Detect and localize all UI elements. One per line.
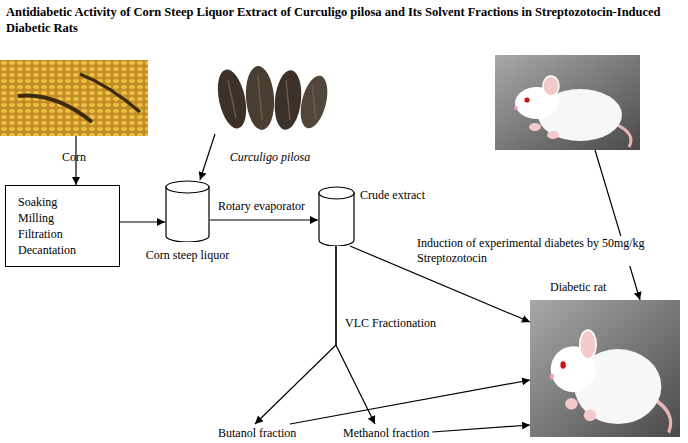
cylinder-top (319, 187, 354, 199)
flow-arrow (255, 246, 336, 424)
edge-label: VLC Fractionation (343, 316, 438, 331)
flow-arrow (200, 134, 215, 180)
cylinder-outline (318, 186, 355, 246)
corn-photo (0, 60, 148, 136)
process-box: Soaking Milling Filtration Decantation (5, 185, 120, 267)
flow-arrow (432, 425, 530, 432)
cylinder-outline (165, 180, 210, 242)
corn-streak (18, 96, 92, 122)
cylinder-top (166, 181, 209, 193)
flow-arrow (290, 380, 530, 424)
corn-streak (80, 74, 140, 112)
cylinder-vessel: Crude extract (318, 186, 355, 246)
flow-arrow (210, 219, 318, 220)
figure-title: Antidiabetic Activity of Corn Steep Liqu… (6, 4, 682, 36)
flow-arrow (120, 221, 165, 222)
fraction-node: Methanol fraction (340, 424, 432, 442)
edge-label: Induction of experimental diabetes by 50… (415, 236, 677, 266)
node-caption: Corn (62, 150, 86, 164)
photo-node: Corn (0, 60, 148, 136)
diabetic-rat-photo (530, 300, 680, 437)
cylinder-body (166, 186, 209, 242)
corn-kernels (0, 60, 148, 136)
node-caption: Diabetic rat (550, 280, 606, 294)
cylinder-vessel: Corn steep liquor (165, 180, 210, 242)
root-texture (228, 76, 316, 120)
cylinder-body (319, 192, 354, 246)
node-caption: Curculigo pilosa (230, 150, 311, 164)
photo-node: Diabetic rat (530, 300, 680, 437)
node-label: Butanol fraction (218, 426, 296, 440)
curculigo-photo (205, 62, 335, 134)
node-caption: Corn steep liquor (146, 248, 229, 262)
photo-ground (205, 62, 335, 134)
photo-node (495, 55, 640, 150)
node-caption: Crude extract (360, 188, 425, 202)
node-label: Soaking Milling Filtration Decantation (18, 194, 76, 258)
flow-arrow (336, 246, 375, 424)
rat-photo (495, 55, 640, 150)
node-label: Methanol fraction (343, 426, 429, 440)
photo-node: Curculigo pilosa (205, 62, 335, 134)
fraction-node: Butanol fraction (215, 424, 299, 442)
flow-arrow (595, 150, 640, 300)
edge-label: Rotary evaporator (216, 199, 307, 214)
